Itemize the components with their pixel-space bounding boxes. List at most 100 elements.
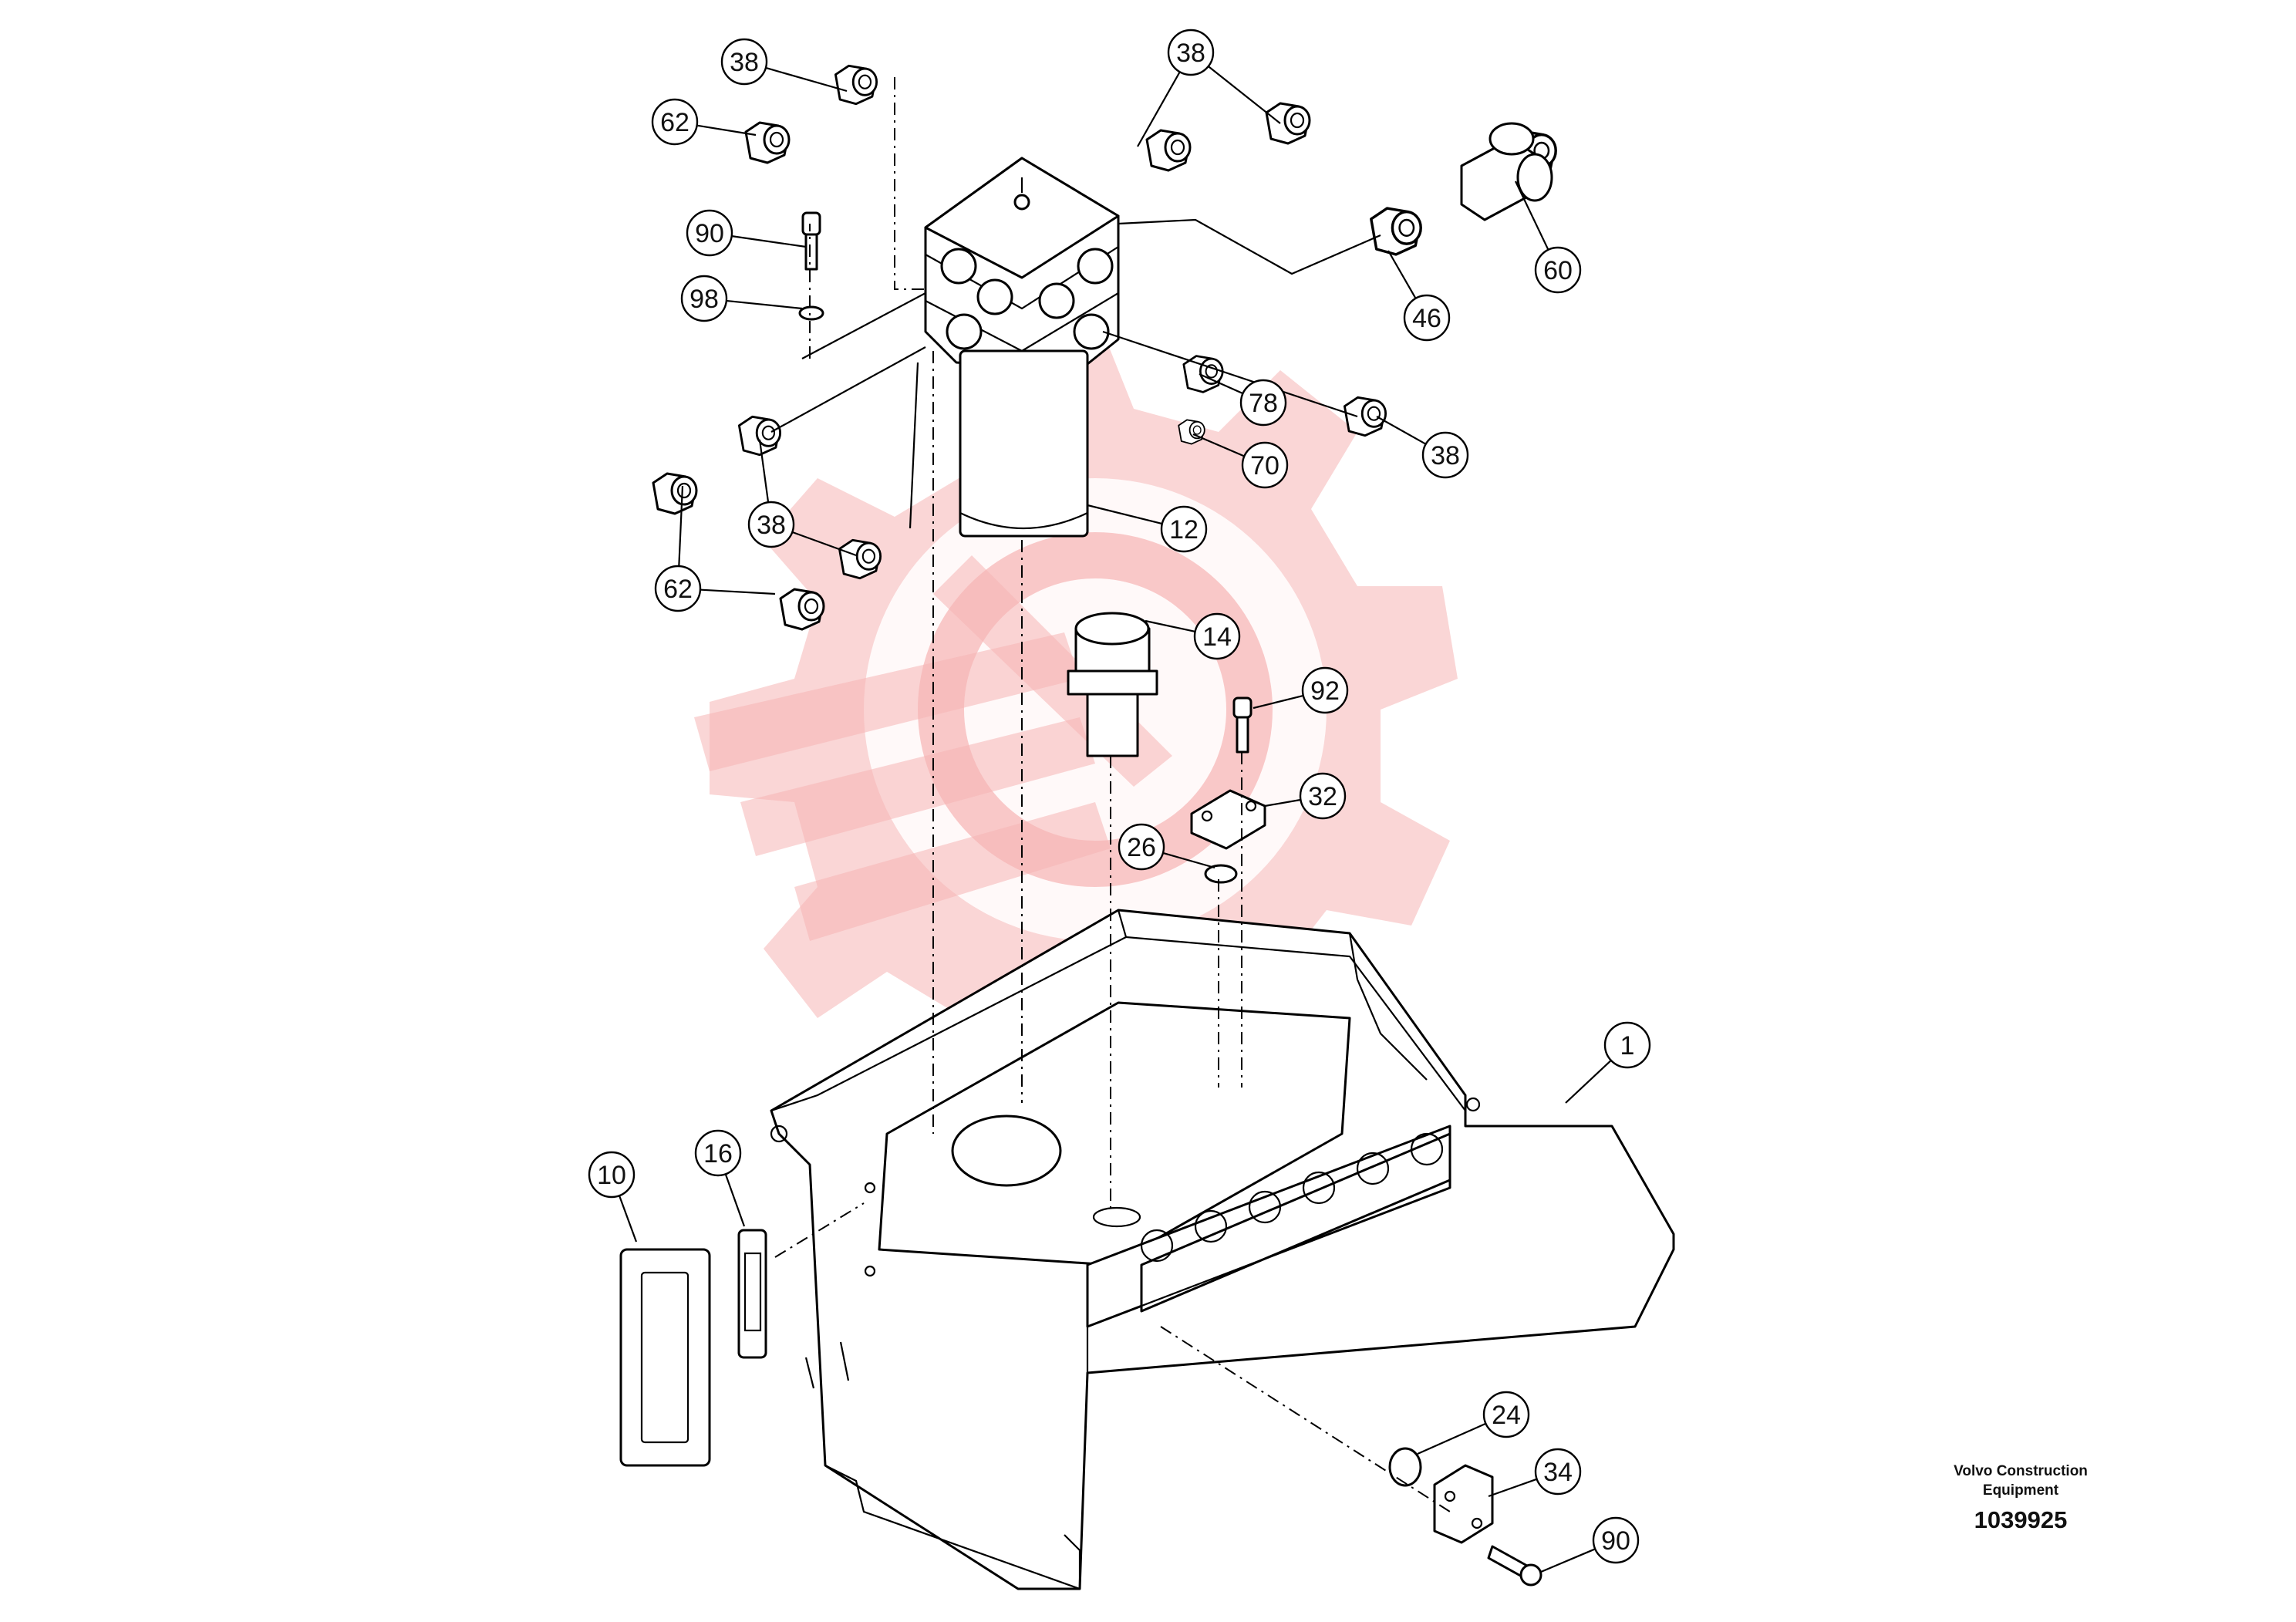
callout-leader <box>725 1174 746 1227</box>
callout-label: 14 <box>1202 622 1232 652</box>
port-hole <box>1302 1171 1336 1205</box>
callout-circle <box>680 275 728 322</box>
callout-circle <box>747 501 795 548</box>
callout-label: 62 <box>660 108 689 137</box>
port-hole <box>1410 1132 1444 1166</box>
fitting <box>652 472 698 515</box>
fitting <box>737 415 782 457</box>
callout-circle <box>1241 441 1289 489</box>
callout-leader <box>732 235 807 248</box>
callout-leader <box>1488 1479 1537 1498</box>
callout-32: 32 <box>1299 772 1347 820</box>
callout-34: 34 <box>1534 1448 1582 1496</box>
fitting <box>1178 419 1205 445</box>
callout-label: 70 <box>1250 451 1279 481</box>
callout-60: 60 <box>1534 246 1582 294</box>
callout-leader <box>1253 695 1303 710</box>
fitting <box>1343 396 1387 437</box>
fitting <box>1145 129 1192 172</box>
callout-62: 62 <box>654 565 702 612</box>
callout-leader <box>1208 66 1281 124</box>
hose-fittings <box>652 64 1557 631</box>
return-filter-assembly <box>924 157 1120 538</box>
callout-leader <box>1565 1060 1611 1104</box>
callout-label: 90 <box>695 219 724 248</box>
callout-leader <box>727 299 803 310</box>
fitting <box>744 121 791 164</box>
callout-leader <box>1163 852 1215 869</box>
callout-circle <box>1167 29 1215 76</box>
callout-circle <box>1603 1021 1651 1069</box>
port-hole <box>1248 1190 1282 1224</box>
callout-leaders <box>619 66 1611 1573</box>
callout-10: 10 <box>588 1151 636 1199</box>
callout-leader <box>1087 504 1162 524</box>
callout-circle <box>694 1129 742 1177</box>
bolt-90-lower <box>1487 1545 1542 1587</box>
callout-circle <box>1239 379 1287 427</box>
callout-leader <box>758 439 770 502</box>
callout-label: 32 <box>1308 782 1337 811</box>
callout-38: 38 <box>747 501 795 548</box>
callout-leader <box>1199 373 1243 394</box>
callout-label: 38 <box>757 511 786 540</box>
callout-label: 62 <box>663 575 693 604</box>
callout-leader <box>1145 619 1195 632</box>
callout-circle <box>1534 1448 1582 1496</box>
callout-label: 60 <box>1543 256 1573 285</box>
callout-circle <box>686 209 733 257</box>
fitting <box>1182 355 1224 393</box>
manufacturer-line-1: Volvo Construction <box>1954 1463 2088 1479</box>
callout-label: 46 <box>1412 304 1441 333</box>
callout-90: 90 <box>1592 1516 1640 1564</box>
callout-label: 38 <box>1431 441 1460 470</box>
callout-leader <box>700 588 776 595</box>
callout-label: 90 <box>1601 1526 1630 1556</box>
callout-leader <box>1137 72 1181 147</box>
assembly-lines <box>770 77 1451 1512</box>
callout-38: 38 <box>1167 29 1215 76</box>
callout-46: 46 <box>1403 294 1451 342</box>
callout-label: 38 <box>1176 39 1205 68</box>
callout-circle <box>1193 612 1241 660</box>
fitting <box>834 64 878 106</box>
callout-circle <box>1301 666 1349 714</box>
o-ring-24 <box>1388 1447 1422 1487</box>
callout-12: 12 <box>1160 505 1208 553</box>
callout-circle <box>1534 246 1582 294</box>
callout-circle <box>720 38 768 86</box>
callout-label: 98 <box>689 285 719 314</box>
port-hole <box>1356 1152 1390 1185</box>
drawing-number: 1039925 <box>1974 1506 2068 1533</box>
callout-38: 38 <box>1421 431 1469 479</box>
callout-leader <box>1192 433 1244 457</box>
callout-circle <box>1421 431 1469 479</box>
callout-leader <box>766 67 848 93</box>
callout-98: 98 <box>680 275 728 322</box>
callout-leader <box>1264 799 1300 808</box>
callout-16: 16 <box>694 1129 742 1177</box>
tank-flange-holes <box>1140 1132 1444 1263</box>
callout-70: 70 <box>1241 441 1289 489</box>
screw-90-upper <box>801 211 821 271</box>
callout-balloons: 3862909838604678387038621214923226110162… <box>588 29 1651 1564</box>
callout-leader <box>1515 180 1549 250</box>
callout-circle <box>588 1151 636 1199</box>
callout-circle <box>1299 772 1347 820</box>
callout-label: 1 <box>1620 1031 1635 1061</box>
callout-leader <box>697 124 757 137</box>
tee-fitting-60 <box>1460 122 1553 221</box>
bolt-92 <box>1232 696 1253 754</box>
callout-38: 38 <box>720 38 768 86</box>
callout-circle <box>1482 1391 1530 1438</box>
callout-90: 90 <box>686 209 733 257</box>
callout-label: 34 <box>1543 1458 1573 1487</box>
breather-filter <box>1067 612 1158 757</box>
callout-label: 38 <box>730 48 759 77</box>
sight-gauge-frame <box>619 1248 711 1467</box>
manufacturer-line-2: Equipment <box>1982 1482 2059 1499</box>
flange-34 <box>1433 1464 1494 1544</box>
drawing-caption: Volvo Construction Equipment 1039925 <box>1905 1462 2136 1534</box>
callout-circle <box>1403 294 1451 342</box>
